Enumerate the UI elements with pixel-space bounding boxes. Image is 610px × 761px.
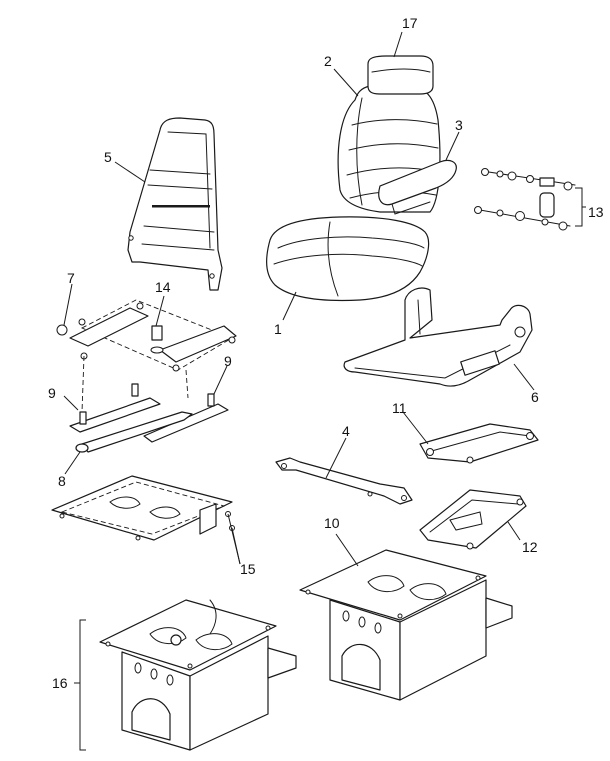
part-13-fastener-kit xyxy=(474,168,583,231)
callout-11: 11 xyxy=(392,400,407,416)
callout-3: 3 xyxy=(455,117,463,133)
part-4-support-bar xyxy=(275,457,413,505)
callout-17: 17 xyxy=(402,15,418,31)
part-9-slide-rails xyxy=(69,355,229,453)
callout-2: 2 xyxy=(324,53,332,69)
callout-4: 4 xyxy=(342,423,350,439)
part-15-lower-slide-assembly xyxy=(51,475,235,541)
callout-7: 7 xyxy=(67,270,75,286)
part-11-bracket xyxy=(419,423,539,464)
callout-8: 8 xyxy=(58,473,66,489)
part-10-riser xyxy=(299,549,513,701)
callout-6: 6 xyxy=(531,389,539,405)
part-1-seat-cushion xyxy=(266,216,430,302)
part-17-headrest xyxy=(367,55,434,95)
part-12-bracket xyxy=(419,489,527,550)
callout-12: 12 xyxy=(522,539,538,555)
part-3-armrest xyxy=(378,159,457,215)
callout-10: 10 xyxy=(324,515,340,531)
callout-1: 1 xyxy=(274,321,282,337)
part-6-seat-pan xyxy=(343,287,533,387)
part-5-seat-back-frame xyxy=(127,117,223,291)
callout-9-right: 9 xyxy=(224,353,232,369)
callout-16: 16 xyxy=(52,675,68,691)
callout-14: 14 xyxy=(155,279,171,295)
part-7-14-slide-frame xyxy=(56,299,237,372)
callout-15: 15 xyxy=(240,561,256,577)
callout-13: 13 xyxy=(588,204,604,220)
leader-lines xyxy=(63,31,586,751)
callout-9-left: 9 xyxy=(48,385,56,401)
part-16-riser xyxy=(99,599,297,751)
callout-5: 5 xyxy=(104,149,112,165)
